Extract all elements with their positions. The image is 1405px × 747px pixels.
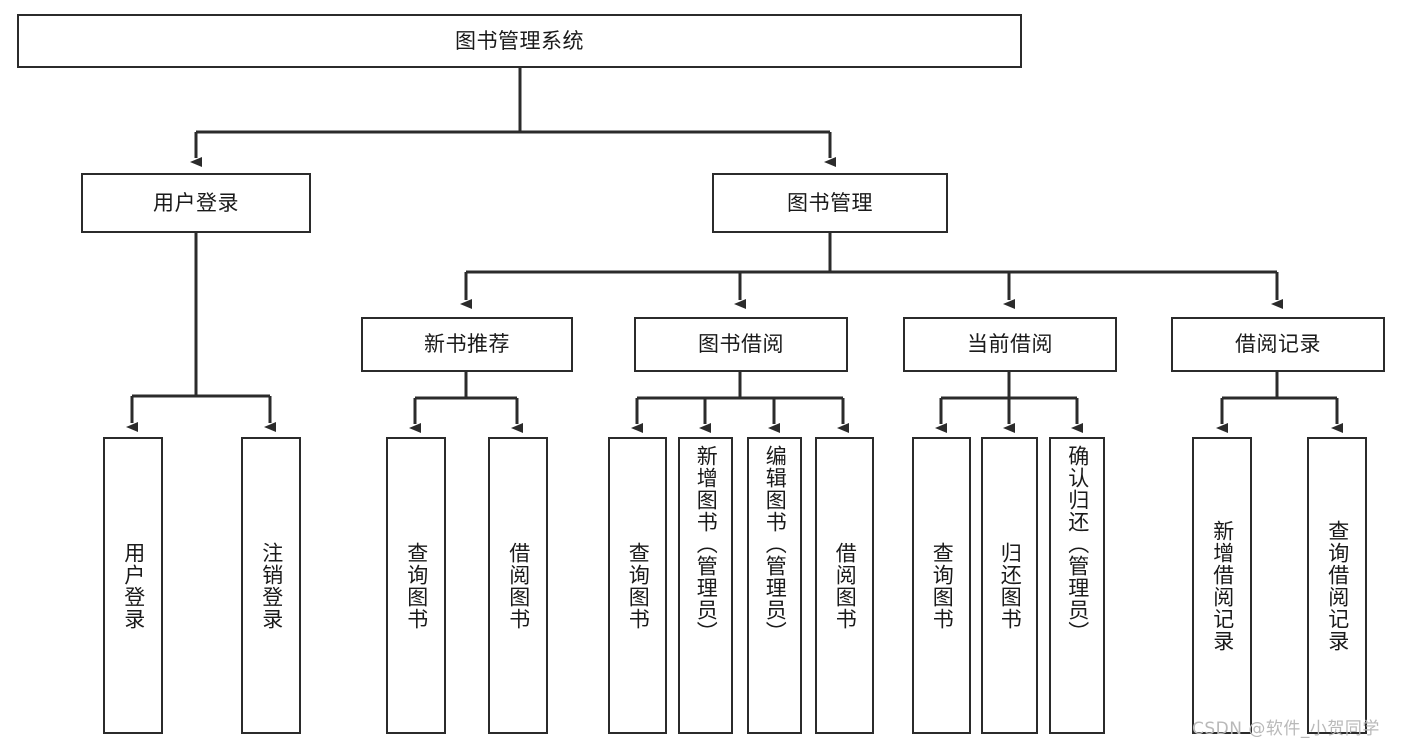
leaf-user-login-login[interactable]: 用户登录 (103, 437, 163, 734)
node-label: 图书借阅 (698, 332, 784, 357)
node-label: 新增图书（管理员） (694, 445, 719, 643)
node-label: 编辑图书（管理员） (763, 445, 788, 643)
node-label: 归还图书 (998, 541, 1023, 630)
node-user-login[interactable]: 用户登录 (81, 173, 311, 233)
node-label: 图书管理系统 (455, 28, 584, 53)
node-label: 图书管理 (787, 190, 873, 215)
leaf-book-borrow-query[interactable]: 查询图书 (608, 437, 667, 734)
node-label: 当前借阅 (967, 332, 1053, 357)
node-label: 新增借阅记录 (1210, 519, 1235, 652)
node-label: 查询图书 (404, 541, 429, 630)
node-label: 查询图书 (626, 541, 651, 630)
node-label: 新书推荐 (424, 332, 510, 357)
leaf-book-borrow-add-admin[interactable]: 新增图书（管理员） (678, 437, 733, 734)
node-root-book-management-system[interactable]: 图书管理系统 (17, 14, 1022, 68)
leaf-new-book-query[interactable]: 查询图书 (386, 437, 446, 734)
leaf-book-borrow-borrow[interactable]: 借阅图书 (815, 437, 874, 734)
leaf-current-borrow-query[interactable]: 查询图书 (912, 437, 971, 734)
node-label: 注销登录 (259, 541, 284, 630)
leaf-book-borrow-edit-admin[interactable]: 编辑图书（管理员） (747, 437, 802, 734)
node-borrow-record[interactable]: 借阅记录 (1171, 317, 1385, 372)
node-label: 确认归还（管理员） (1065, 445, 1090, 643)
node-label: 借阅图书 (506, 541, 531, 630)
node-label: 借阅记录 (1235, 332, 1321, 357)
node-current-borrow[interactable]: 当前借阅 (903, 317, 1117, 372)
leaf-current-borrow-confirm-return-admin[interactable]: 确认归还（管理员） (1049, 437, 1105, 734)
node-new-book-recommend[interactable]: 新书推荐 (361, 317, 573, 372)
node-label: 用户登录 (121, 541, 146, 630)
node-label: 查询借阅记录 (1325, 519, 1350, 652)
node-label: 借阅图书 (833, 541, 858, 630)
leaf-borrow-record-add[interactable]: 新增借阅记录 (1192, 437, 1252, 734)
csdn-watermark: CSDN @软件_小贺同学 (1192, 719, 1380, 739)
leaf-user-login-logout[interactable]: 注销登录 (241, 437, 301, 734)
node-book-borrow[interactable]: 图书借阅 (634, 317, 848, 372)
leaf-borrow-record-query[interactable]: 查询借阅记录 (1307, 437, 1367, 734)
node-label: 用户登录 (153, 190, 239, 215)
leaf-new-book-borrow[interactable]: 借阅图书 (488, 437, 548, 734)
node-book-management[interactable]: 图书管理 (712, 173, 948, 233)
leaf-current-borrow-return[interactable]: 归还图书 (981, 437, 1038, 734)
node-label: 查询图书 (930, 541, 955, 630)
